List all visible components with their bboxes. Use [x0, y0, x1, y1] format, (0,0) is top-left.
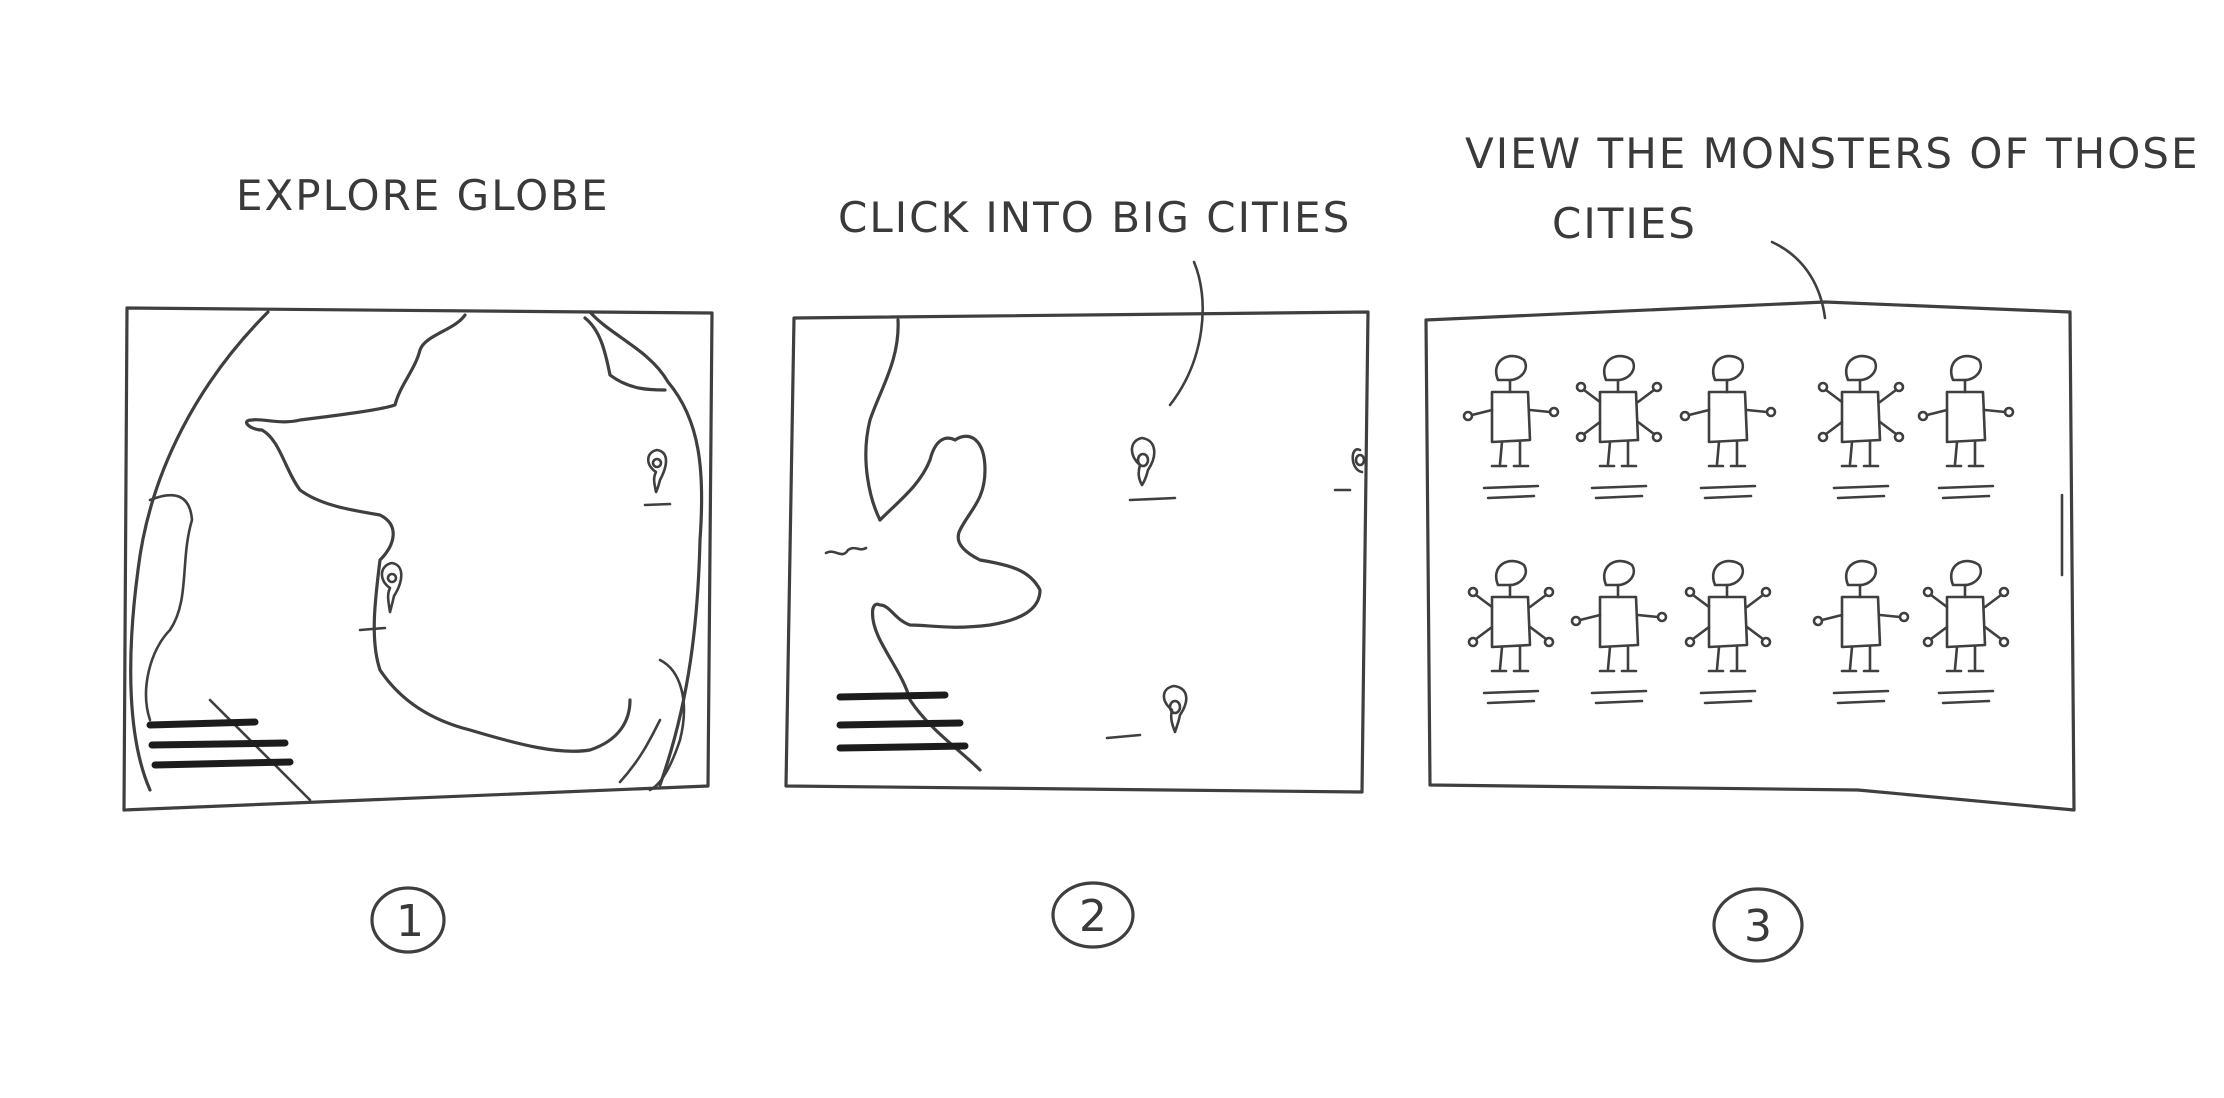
legend-bars: [146, 718, 294, 769]
legend-bars: [836, 691, 969, 752]
monster-figure[interactable]: [1684, 559, 1772, 705]
panel-1-number-label: 1: [396, 896, 424, 947]
panel-1-frame: [122, 306, 714, 812]
panel-1: EXPLORE GLOBE: [122, 171, 714, 954]
monster-figure[interactable]: [1575, 354, 1663, 500]
panel-3-frame: [1424, 300, 2076, 812]
panel-3-caption-line-1: VIEW THE MONSTERS OF THOSE: [1465, 129, 2199, 178]
panel-1-number: 1: [370, 886, 446, 954]
panel-2: CLICK INTO BIG CITIES: [784, 193, 1370, 949]
panel-2-number-label: 2: [1079, 891, 1107, 942]
panel-3-number: 3: [1712, 887, 1804, 963]
panel-3-caption-line-2: CITIES: [1552, 199, 1697, 248]
city-marker-icon[interactable]: [1128, 436, 1177, 502]
monster-figure[interactable]: [1679, 354, 1777, 500]
monster-figure[interactable]: [1462, 354, 1560, 500]
panel-2-caption: CLICK INTO BIG CITIES: [838, 193, 1351, 242]
monster-figure[interactable]: [1467, 559, 1555, 705]
map-pin-icon[interactable]: [643, 448, 672, 507]
panel-2-frame: [784, 310, 1370, 794]
panel-2-number: 2: [1051, 881, 1135, 949]
monster-figure[interactable]: [1817, 354, 1905, 500]
panel-3-number-label: 3: [1744, 901, 1772, 952]
globe-drawing: [129, 310, 704, 802]
monster-figure[interactable]: [1917, 354, 2015, 500]
monster-grid: [1462, 354, 2015, 705]
panel-3-callout-line: [1770, 240, 1827, 320]
monster-figure[interactable]: [1922, 559, 2010, 705]
panel-1-caption: EXPLORE GLOBE: [236, 171, 610, 220]
map-pin-icon[interactable]: [358, 561, 403, 632]
panel-2-callout-line: [1168, 260, 1204, 407]
panel-3: VIEW THE MONSTERS OF THOSE CITIES 3: [1424, 129, 2199, 963]
monster-figure[interactable]: [1570, 559, 1668, 705]
city-marker-icon[interactable]: [1105, 684, 1188, 740]
zoomed-map-drawing: [824, 318, 1042, 772]
city-marker-icon[interactable]: [1333, 448, 1366, 492]
monster-figure[interactable]: [1812, 559, 1910, 705]
